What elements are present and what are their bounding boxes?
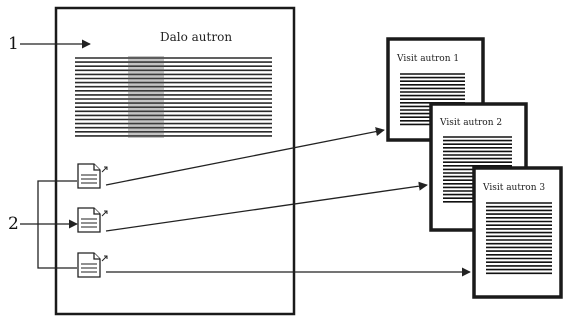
linked-document-3-title: Visit autron 3 <box>482 183 545 193</box>
link-indicator <box>101 166 108 173</box>
link-indicator <box>101 255 108 262</box>
file-link-icon[interactable] <box>77 163 108 189</box>
link-indicator <box>101 210 108 217</box>
main-document-title: Dalo autron <box>160 30 232 44</box>
linked-document-3-text-block <box>486 202 552 275</box>
text-highlight-band <box>128 56 164 138</box>
link-arrow-2 <box>105 181 428 232</box>
callout-1-label: 1 <box>8 34 19 54</box>
linked-document-3: Visit autron 3 <box>472 166 563 299</box>
callout-2-label: 2 <box>8 214 19 234</box>
linked-document-1-title: Visit autron 1 <box>396 54 459 64</box>
callout-2: 2 <box>8 180 78 269</box>
linked-document-2-title: Visit autron 2 <box>439 118 502 128</box>
callout-1: 1 <box>8 34 91 54</box>
file-link-icon[interactable] <box>77 252 108 278</box>
link-arrow-1 <box>105 127 385 186</box>
main-document-text-block <box>75 56 272 138</box>
file-link-icon[interactable] <box>77 207 108 233</box>
